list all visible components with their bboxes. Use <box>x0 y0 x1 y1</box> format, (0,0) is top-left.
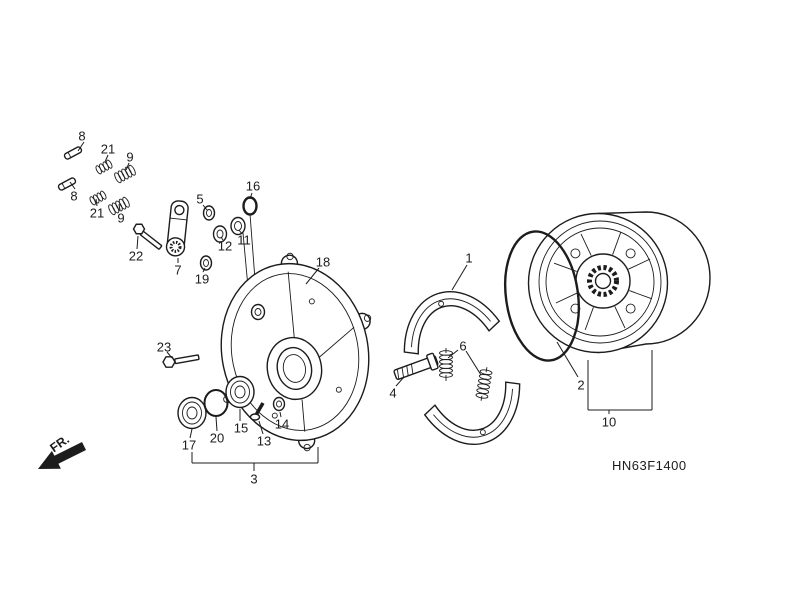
part-callout-2: 2 <box>577 378 584 393</box>
leader-line-13 <box>258 420 264 435</box>
leader-line-6 <box>465 350 482 376</box>
washer-small <box>272 396 286 412</box>
part-callout-7: 7 <box>174 263 181 278</box>
rod-joint-top <box>63 146 83 160</box>
arm-bolt <box>132 223 163 250</box>
leader-line-20 <box>215 416 218 432</box>
part-callout-10: 10 <box>602 415 616 430</box>
seal-washer-12 <box>212 225 228 243</box>
shoe-spring-left <box>439 348 453 381</box>
leader-line-8 <box>77 141 85 152</box>
leader-line-2 <box>556 341 579 378</box>
leader-line-9 <box>118 203 121 212</box>
fr-arrow-icon <box>38 442 86 469</box>
panel-cam-hole <box>250 303 266 321</box>
panel-bolt <box>162 354 200 368</box>
bearing-inner <box>225 375 255 409</box>
brake-panel <box>220 252 372 452</box>
o-ring-small <box>242 196 258 216</box>
leader-line-18 <box>305 267 320 285</box>
bearing-outer <box>177 396 207 430</box>
leader-line-19 <box>202 267 206 273</box>
diagram-code: HN63F1400 <box>612 458 687 473</box>
part-callout-5: 5 <box>196 192 203 207</box>
leader-line-9 <box>125 162 130 171</box>
spring-small-top <box>95 159 113 175</box>
leader-line-23 <box>166 351 173 359</box>
leader-line-4 <box>395 376 405 387</box>
part-callout-4: 4 <box>389 386 396 401</box>
leader-line-8 <box>69 181 76 190</box>
rod-joint-bottom <box>57 177 77 191</box>
part-callout-21: 21 <box>101 142 115 157</box>
part-callout-14: 14 <box>275 417 289 432</box>
part-callout-17: 17 <box>182 438 196 453</box>
seal-washer-19 <box>199 255 213 271</box>
leader-line-17 <box>189 428 193 439</box>
part-callout-23: 23 <box>157 340 171 355</box>
brake-shoe-lower <box>423 381 521 445</box>
brake-drum <box>527 211 711 354</box>
drum-stud-hole <box>570 248 581 259</box>
part-callout-8: 8 <box>70 189 77 204</box>
drum-stud-hole <box>625 303 636 314</box>
spring-large-top <box>114 164 136 184</box>
part-callout-21: 21 <box>90 206 104 221</box>
fr-direction-indicator: FR. <box>38 432 86 469</box>
part-callout-15: 15 <box>234 421 248 436</box>
snap-ring <box>203 389 229 417</box>
spring-large-bottom <box>108 196 130 216</box>
leader-line-1 <box>451 264 468 291</box>
part-callout-13: 13 <box>257 434 271 449</box>
o-ring-large <box>504 230 580 362</box>
part-callout-8: 8 <box>78 129 85 144</box>
leader-line-11 <box>238 229 243 235</box>
part-callout-12: 12 <box>218 239 232 254</box>
drum-stud-hole <box>625 248 636 259</box>
drum-fins <box>553 231 653 331</box>
leader-line-21 <box>104 154 109 163</box>
leader-line-21 <box>95 198 98 207</box>
brake-shoes <box>403 291 521 445</box>
stud-bolt <box>249 402 265 421</box>
part-callout-9: 9 <box>126 150 133 165</box>
part-callout-9: 9 <box>117 211 124 226</box>
brake-shoe-upper <box>403 291 501 355</box>
axle-bolt <box>393 352 439 381</box>
seal-washer-11 <box>230 216 246 236</box>
leader-line-5 <box>202 204 208 211</box>
part-callout-16: 16 <box>246 179 260 194</box>
leader-line-12 <box>220 236 224 241</box>
leader-line-14 <box>279 411 282 418</box>
leader-line-16 <box>249 192 253 200</box>
part-callout-22: 22 <box>129 249 143 264</box>
spring-small-bottom <box>89 190 107 206</box>
part-callout-18: 18 <box>316 255 330 270</box>
drum-hub-bore <box>594 272 612 290</box>
leader-line-22 <box>136 235 139 250</box>
shoe-spring-right <box>475 367 493 401</box>
brake-arm <box>165 200 189 257</box>
part-callout-19: 19 <box>195 272 209 287</box>
part-callout-3: 3 <box>250 472 257 487</box>
part-callout-6: 6 <box>459 339 466 354</box>
seal-washer-5 <box>202 205 216 221</box>
part-callout-1: 1 <box>465 251 472 266</box>
leader-line-6 <box>447 349 459 359</box>
drum-hub-splines <box>587 265 619 297</box>
part-callout-20: 20 <box>210 431 224 446</box>
part-callout-11: 11 <box>237 233 251 248</box>
